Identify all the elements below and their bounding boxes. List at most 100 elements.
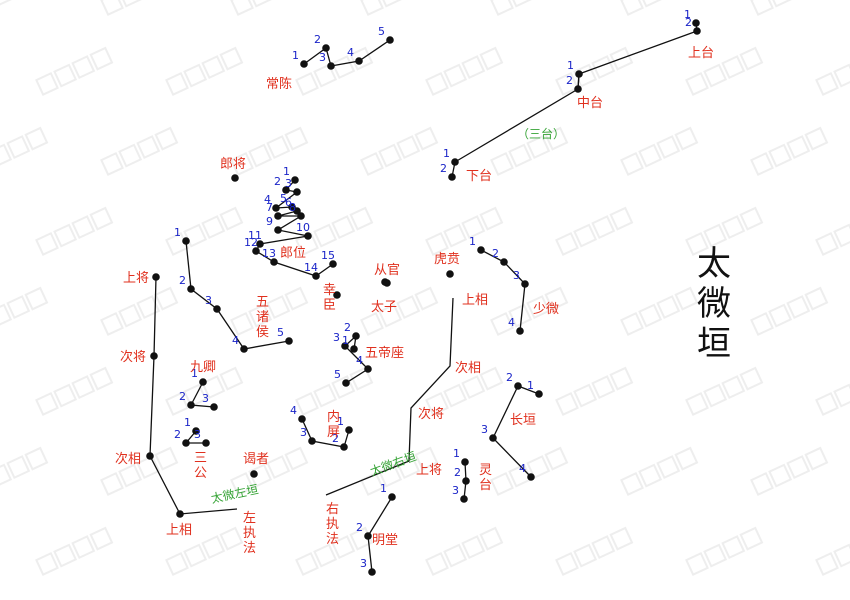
watermark-tile — [100, 126, 179, 176]
constellation-label: 下台 — [466, 169, 492, 184]
star — [240, 345, 248, 353]
star-number: 13 — [262, 247, 276, 260]
star-number: 6 — [285, 196, 292, 209]
vertical-label-char: 五 — [256, 295, 269, 310]
star-number: 2 — [274, 175, 281, 188]
watermark-tile — [490, 126, 569, 176]
star-number: 3 — [300, 426, 307, 439]
star — [386, 36, 394, 44]
star-number: 5 — [280, 192, 287, 205]
watermark-tile — [750, 126, 829, 176]
star-number: 14 — [304, 261, 318, 274]
star — [341, 342, 349, 350]
watermark-tile — [230, 0, 273, 16]
star-number: 2 — [506, 371, 513, 384]
constellation-label: 长垣 — [510, 413, 536, 428]
watermark-tile — [685, 366, 764, 416]
constellation-line — [301, 418, 350, 448]
star-number: 15 — [321, 249, 335, 262]
star — [285, 337, 293, 345]
star — [272, 204, 280, 212]
watermark-tile — [35, 206, 114, 256]
star — [297, 212, 305, 220]
watermark-tile — [230, 446, 309, 496]
star-number: 1 — [337, 415, 344, 428]
watermark-tile — [555, 206, 634, 256]
star-number: 2 — [440, 162, 447, 175]
star — [300, 60, 308, 68]
constellation-label: 上相 — [462, 293, 488, 308]
watermark-tile — [425, 526, 504, 576]
star-number: 3 — [285, 177, 292, 190]
star-number: 1 — [342, 334, 349, 347]
watermark-tile — [815, 543, 850, 576]
star — [312, 272, 320, 280]
watermark-tile — [620, 126, 699, 176]
star-number: 4 — [232, 334, 239, 347]
star-number: 2 — [179, 274, 186, 287]
vertical-label-char: 幸 — [323, 283, 336, 298]
star — [182, 439, 190, 447]
star-number: 1 — [283, 165, 290, 178]
watermark-tile — [815, 223, 850, 256]
watermark-tile — [0, 0, 13, 8]
star-number: 1 — [684, 8, 691, 21]
star — [345, 426, 353, 434]
vertical-label-char: 侯 — [256, 325, 269, 340]
watermark-tile — [750, 286, 829, 336]
star-number: 3 — [481, 423, 488, 436]
star — [575, 70, 583, 78]
star — [364, 365, 372, 373]
vertical-label-char: 执 — [243, 526, 256, 541]
watermark-tile — [360, 446, 439, 496]
watermark-tile — [360, 126, 439, 176]
star — [514, 382, 522, 390]
star-number: 2 — [454, 466, 461, 479]
star-number: 4 — [290, 404, 297, 417]
watermark-tile — [35, 526, 114, 576]
star — [574, 85, 582, 93]
watermark-tile — [0, 446, 49, 488]
star — [329, 260, 337, 268]
watermark-tile — [685, 526, 764, 576]
vertical-label-char: 灵 — [479, 463, 492, 478]
star — [293, 188, 301, 196]
constellation-line — [480, 249, 526, 332]
star-number: 3 — [194, 428, 201, 441]
star — [213, 305, 221, 313]
vertical-label-char: 右 — [326, 502, 339, 517]
watermark-tile — [490, 446, 569, 496]
constellation-label: 次将 — [418, 406, 444, 422]
watermark-tile — [815, 63, 850, 96]
star — [291, 176, 299, 184]
watermark-tile — [295, 46, 374, 96]
vertical-label-char: 台 — [479, 478, 492, 493]
star — [381, 278, 389, 286]
star — [461, 458, 469, 466]
star-number: 3 — [360, 557, 367, 570]
star-number: 4 — [264, 193, 271, 206]
star — [462, 477, 470, 485]
star — [692, 19, 700, 27]
constellation-line — [492, 385, 540, 478]
constellation-label: 太子 — [371, 300, 397, 315]
constellation-label: 九卿 — [190, 360, 216, 375]
star-number: 9 — [266, 215, 273, 228]
star-number: 4 — [347, 46, 354, 59]
watermark-tile — [35, 46, 114, 96]
star-number: 3 — [513, 269, 520, 282]
watermark-tile — [425, 366, 504, 416]
star — [192, 427, 200, 435]
star — [176, 510, 184, 518]
vertical-label-char: 左 — [243, 511, 256, 526]
vertical-label-char: 屏 — [327, 425, 340, 440]
vertical-label-char: 法 — [326, 532, 339, 547]
watermark-tile — [165, 526, 244, 576]
star — [187, 401, 195, 409]
vertical-label-char: 内 — [327, 409, 340, 425]
star — [152, 273, 160, 281]
constellation-label: 次相 — [455, 360, 481, 376]
star-number: 3 — [452, 484, 459, 497]
star-number: 3 — [205, 294, 212, 307]
